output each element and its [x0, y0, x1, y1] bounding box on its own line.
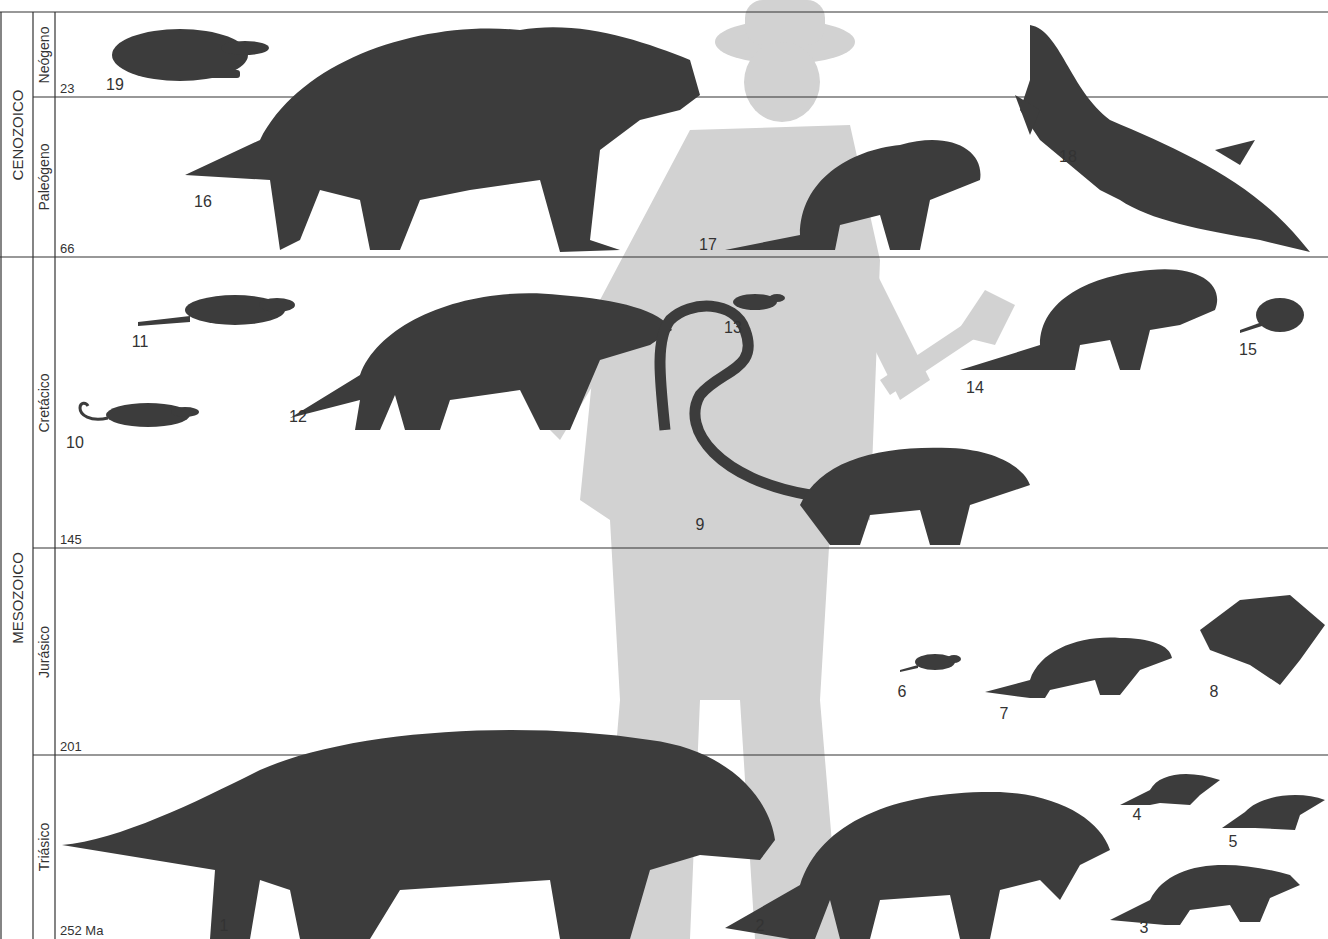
callout-number: 9 [696, 516, 705, 534]
callout-number: 3 [1140, 919, 1149, 937]
era-name: CENOZOICO [8, 89, 25, 180]
period-cell: Paleógeno [33, 97, 55, 257]
period-name: Neógeno [36, 26, 52, 83]
era-name: MESOZOICO [8, 552, 25, 644]
age-number: 201 [60, 739, 82, 754]
callout-number: 13 [724, 319, 742, 337]
callout-number: 11 [132, 333, 149, 351]
era-band: MESOZOICO [0, 257, 33, 939]
period-band: Jurásico 201 [33, 548, 1328, 755]
period-band: Cretácico 145 [33, 257, 1328, 548]
age-number: 145 [60, 532, 82, 547]
callout-number: 6 [898, 683, 907, 701]
period-band: Triásico 252 Ma [33, 755, 1328, 939]
age-number: 23 [60, 81, 74, 96]
callout-number: 10 [66, 434, 84, 452]
callout-number: 16 [194, 193, 212, 211]
period-band: Paleógeno 66 [33, 97, 1328, 257]
callout-number: 5 [1229, 833, 1238, 851]
period-band: Neógeno 23 [33, 12, 1328, 97]
period-cell: Triásico [33, 755, 55, 939]
callout-number: 7 [1000, 705, 1009, 723]
age-number: 66 [60, 241, 74, 256]
period-name: Jurásico [36, 625, 52, 677]
period-name: Paleógeno [36, 144, 52, 211]
callout-number: 15 [1239, 341, 1257, 359]
callout-number: 18 [1059, 148, 1077, 166]
callout-number: 1 [220, 917, 229, 935]
callout-number: 19 [106, 76, 124, 94]
callout-number: 8 [1210, 683, 1219, 701]
animal-silhouettes [62, 25, 1325, 939]
period-cell: Neógeno [33, 12, 55, 97]
period-name: Triásico [36, 823, 52, 872]
period-cell: Jurásico [33, 548, 55, 755]
callout-number: 17 [699, 236, 717, 254]
period-name: Cretácico [36, 373, 52, 432]
period-cell: Cretácico [33, 257, 55, 548]
age-number: 252 Ma [60, 923, 103, 938]
callout-number: 4 [1133, 806, 1142, 824]
callout-number: 12 [289, 408, 307, 426]
era-band: CENOZOICO [0, 12, 33, 257]
callout-number: 2 [756, 917, 765, 935]
time-grid [0, 12, 1328, 939]
callout-number: 14 [966, 379, 984, 397]
